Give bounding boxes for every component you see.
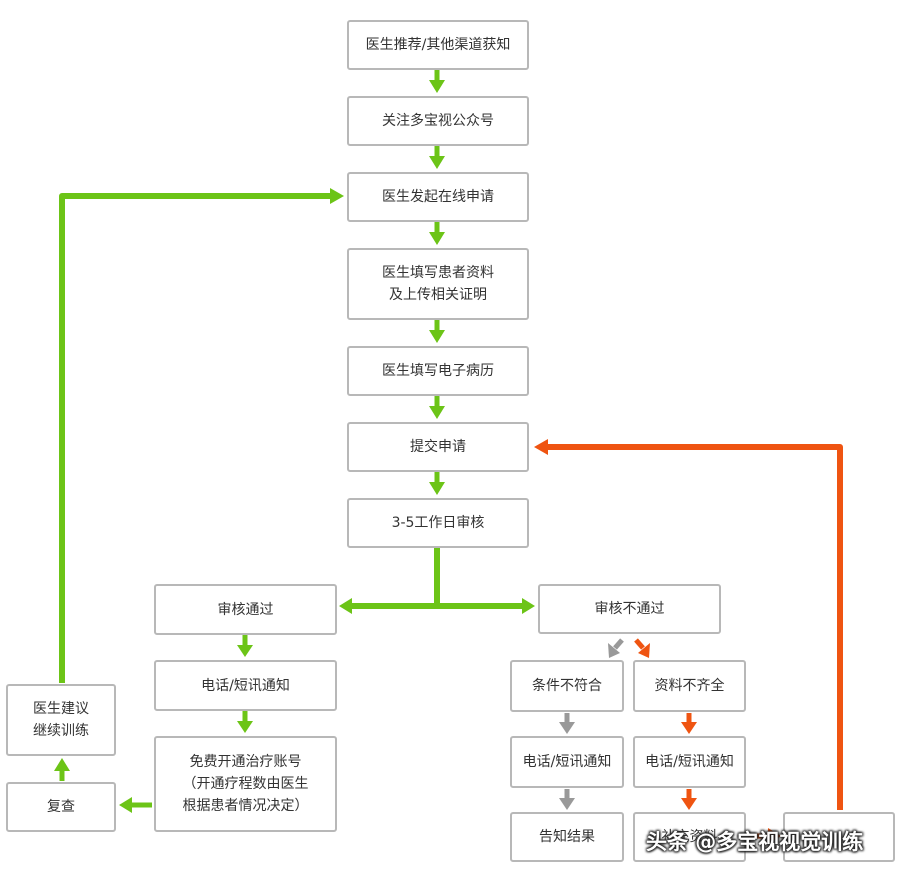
node-text-line: 医生推荐/其他渠道获知 <box>365 37 511 53</box>
arrow-notify-to-account <box>237 711 253 733</box>
arrow-notify-to-supplement <box>681 789 697 810</box>
arrow-submit-to-review <box>429 472 445 495</box>
node-notify-orange: 电话/短讯通知 <box>633 736 746 788</box>
node-text-line: 医生建议 <box>33 701 89 717</box>
node-text-line: 条件不符合 <box>532 678 602 694</box>
node-apply: 医生发起在线申请 <box>347 172 529 222</box>
node-text-line: 告知结果 <box>539 829 595 845</box>
arrow-notify-to-result <box>559 789 575 810</box>
arrow-follow-to-apply <box>429 146 445 169</box>
arrow-fill-info-to-emr <box>429 320 445 343</box>
watermark-text: 头条 @多宝视视觉训练 <box>646 830 864 854</box>
node-not-meet: 条件不符合 <box>510 660 624 712</box>
node-recommend: 医生推荐/其他渠道获知 <box>347 20 529 70</box>
node-text-line: 免费开通治疗账号 <box>189 754 302 770</box>
node-text-line: 复查 <box>47 799 75 815</box>
node-supplement: 补充资料 <box>633 812 746 862</box>
arrow-fail-to-incomplete <box>634 638 650 658</box>
arrow-recheck-to-continue <box>54 758 70 781</box>
node-text-line: 医生填写电子病历 <box>382 363 494 379</box>
node-text-line: 医生发起在线申请 <box>382 189 494 205</box>
arrow-not-meet-to-notify <box>559 713 575 734</box>
node-text-line: 医生填写患者资料 <box>382 265 494 281</box>
node-text-line: 3-5工作日审核 <box>391 515 485 531</box>
arrow-account-to-recheck <box>119 797 152 813</box>
node-text-line: 提交申请 <box>410 439 466 455</box>
arrow-resubmit-loop-to-submit <box>534 439 843 810</box>
arrow-recommend-to-follow <box>429 70 445 93</box>
node-result: 告知结果 <box>510 812 624 862</box>
node-text-line: 补充资料 <box>661 829 718 845</box>
arrow-emr-to-submit <box>429 396 445 419</box>
node-text-line: 审核不通过 <box>594 601 665 617</box>
node-text-line: 资料不齐全 <box>654 678 725 694</box>
node-fill-info: 医生填写患者资料及上传相关证明 <box>347 248 529 320</box>
arrow-review-split <box>339 548 535 614</box>
node-account: 免费开通治疗账号 （开通疗程数由医生根据患者情况决定） <box>154 736 337 832</box>
arrow-apply-to-fill-info <box>429 222 445 245</box>
node-text-line: （开通疗程数由医生 <box>182 776 309 792</box>
node-text-line: 关注多宝视公众号 <box>382 113 494 129</box>
arrow-incomplete-to-notify <box>681 713 697 734</box>
node-text-line: 电话/短讯通知 <box>201 677 290 694</box>
arrow-supplement-to-resubmit <box>748 828 781 844</box>
node-emr: 医生填写电子病历 <box>347 346 529 396</box>
node-notify-gray: 电话/短讯通知 <box>510 736 624 788</box>
node-text-line: 根据患者情况决定） <box>182 798 309 814</box>
node-notify-pass: 电话/短讯通知 <box>154 660 337 711</box>
arrow-pass-to-notify <box>237 635 253 657</box>
arrow-fail-to-not-meet <box>608 638 624 658</box>
arrow-continue-loop-to-apply <box>59 188 344 683</box>
node-fail: 审核不通过 <box>538 584 721 634</box>
node-incomplete: 资料不齐全 <box>633 660 746 712</box>
node-continue: 医生建议继续训练 <box>6 684 116 756</box>
node-resubmit <box>783 812 895 862</box>
node-text-line: 审核通过 <box>217 601 274 618</box>
node-text-line: 继续训练 <box>33 723 89 739</box>
node-text-line: 及上传相关证明 <box>389 287 487 303</box>
node-review: 3-5工作日审核 <box>347 498 529 548</box>
node-submit: 提交申请 <box>347 422 529 472</box>
node-text-line: 电话/短讯通知 <box>522 754 612 770</box>
node-recheck: 复查 <box>6 782 116 832</box>
node-text-line: 电话/短讯通知 <box>645 754 734 770</box>
node-pass: 审核通过 <box>154 584 337 635</box>
node-follow: 关注多宝视公众号 <box>347 96 529 146</box>
